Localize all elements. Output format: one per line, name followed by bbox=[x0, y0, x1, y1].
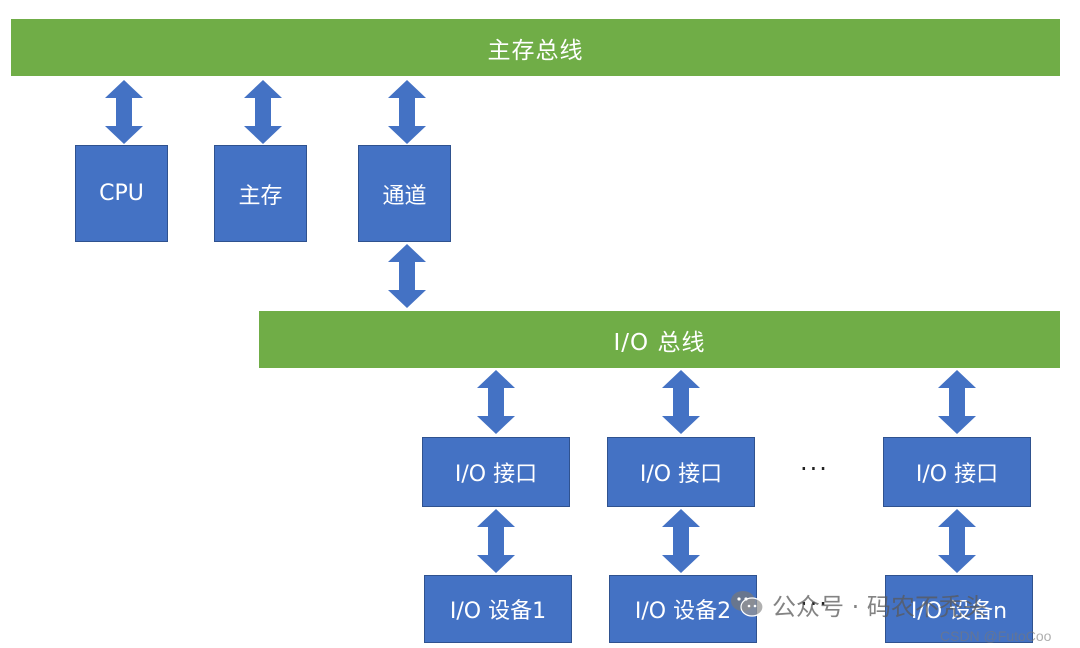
channel-box: 通道 bbox=[358, 145, 451, 242]
io-device-2: I/O 设备2 bbox=[609, 575, 757, 643]
io-bus: I/O 总线 bbox=[259, 311, 1060, 368]
io-interface-n: I/O 接口 bbox=[883, 437, 1031, 507]
arrow-bus-channel bbox=[388, 80, 426, 144]
arrow-io-bus-interface-1 bbox=[477, 370, 515, 434]
io-device-n: I/O 设备n bbox=[885, 575, 1033, 643]
watermark-account: 公众号 · 码农不秃头 bbox=[772, 592, 987, 621]
interface-ellipsis: ··· bbox=[800, 455, 829, 483]
io-interface-2: I/O 接口 bbox=[607, 437, 755, 507]
io-interface-n-label: I/O 接口 bbox=[915, 462, 999, 487]
channel-label: 通道 bbox=[382, 183, 427, 209]
watermark: 公众号 · 码农不秃头 bbox=[730, 586, 987, 622]
csdn-credit: CSDN @FutoCoo bbox=[940, 628, 1052, 644]
memory-label: 主存 bbox=[238, 183, 283, 209]
arrow-io-bus-interface-2 bbox=[662, 370, 700, 434]
io-interface-2-label: I/O 接口 bbox=[639, 462, 723, 487]
io-device-2-label: I/O 设备2 bbox=[634, 599, 732, 624]
memory-box: 主存 bbox=[214, 145, 307, 242]
io-interface-1: I/O 接口 bbox=[422, 437, 570, 507]
io-device-1: I/O 设备1 bbox=[424, 575, 572, 643]
cpu-box: CPU bbox=[75, 145, 168, 242]
arrow-bus-cpu bbox=[105, 80, 143, 144]
arrow-interface-device-1 bbox=[477, 509, 515, 573]
arrow-bus-memory bbox=[244, 80, 282, 144]
cpu-label: CPU bbox=[99, 181, 144, 206]
arrow-interface-device-n bbox=[938, 509, 976, 573]
main-memory-bus: 主存总线 bbox=[11, 19, 1060, 76]
io-bus-label: I/O 总线 bbox=[613, 329, 706, 356]
wechat-icon bbox=[730, 590, 764, 618]
io-device-n-label: I/O 设备n bbox=[910, 599, 1008, 624]
arrow-io-bus-interface-n bbox=[938, 370, 976, 434]
io-interface-1-label: I/O 接口 bbox=[454, 462, 538, 487]
io-device-1-label: I/O 设备1 bbox=[449, 599, 547, 624]
device-ellipsis: ··· bbox=[800, 590, 829, 618]
arrow-interface-device-2 bbox=[662, 509, 700, 573]
arrow-channel-io-bus bbox=[388, 244, 426, 308]
main-memory-bus-label: 主存总线 bbox=[487, 37, 584, 64]
